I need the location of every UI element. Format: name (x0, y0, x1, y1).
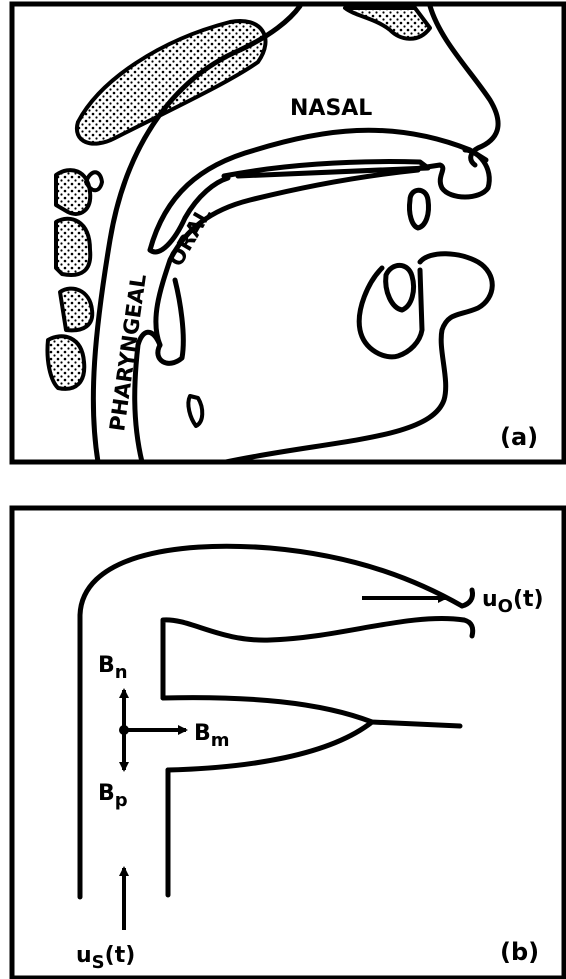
panel-b-tag: (b) (500, 938, 539, 966)
pharyngeal-label: PHARYNGEAL (105, 273, 151, 433)
panel-b: Bn Bm Bp uO(t) uS(t) (b) (12, 508, 564, 978)
bn-label: Bn (98, 653, 128, 683)
upper-teeth (409, 190, 428, 228)
upper-lip (420, 150, 489, 197)
skull-base-bone (77, 21, 266, 144)
hyoid-blob (188, 396, 202, 426)
nostril-upper (462, 590, 473, 606)
vertebra-1-bone (56, 170, 90, 214)
vertebra-4-bone (47, 336, 84, 389)
output-label: uO(t) (482, 587, 544, 617)
bm-label: Bm (194, 721, 230, 751)
nasal-tube-lower-wall (163, 618, 464, 698)
lower-lip (226, 254, 492, 462)
tongue (156, 170, 418, 345)
source-label: uS(t) (76, 943, 135, 973)
vertebra-3-bone (60, 289, 92, 331)
panel-a: NASAL ORAL PHARYNGEAL (a) (12, 4, 564, 462)
bp-label: Bp (98, 781, 128, 811)
panel-a-tag: (a) (500, 423, 538, 451)
lower-teeth (386, 265, 414, 310)
nasal-label: NASAL (290, 96, 372, 121)
nostril-lower (464, 620, 473, 636)
nasal-bone (345, 8, 430, 39)
vertebra-2-bone (56, 219, 90, 275)
